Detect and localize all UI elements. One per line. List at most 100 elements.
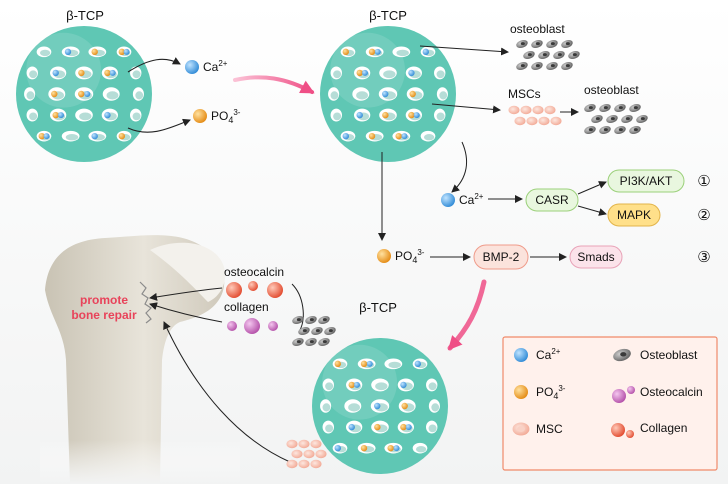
osteoblast-nucleus [610,117,615,121]
arrow-osteocalcin-to-bone [149,287,223,301]
scaffold-pore [130,66,142,80]
osteoblast-cluster-top [516,39,580,71]
osteoblast-label-right: osteoblast [584,83,639,97]
legend-osteoblast-icon [613,348,631,362]
msc-cluster-bottom [286,439,327,469]
scaffold-ion [348,423,355,431]
scaffold-ion [361,69,368,76]
scaffold-pore-shadow [65,134,79,141]
mapk-label: MAPK [617,208,651,222]
scaffold-pore-shadow [348,403,361,412]
scaffold-pore-shadow [325,382,334,391]
msc-cell [298,459,310,469]
scaffold-pore-shadow [383,70,396,79]
scaffold-ion [405,424,412,431]
osteocalcin-label: osteocalcin [224,265,284,279]
scaffold-pore [420,130,436,142]
legend-ca-icon [514,348,528,362]
msc-cell [538,116,550,126]
scaffold-ion [43,133,50,140]
scaffold-ion [400,423,407,431]
osteoblast-nucleus [520,64,525,68]
tcp-scaffold-bottom [312,338,448,474]
scaffold-ion [38,132,45,140]
legend-osteoblast-label: Osteoblast [640,348,698,362]
osteoblast-nucleus [565,64,570,68]
osteoblast-nucleus [322,340,327,344]
scaffold-pore-shadow [436,70,445,79]
scaffold-ion [91,48,98,56]
scaffold-ion [360,444,368,452]
scaffold-pore-shadow [330,91,339,100]
scaffold-pore-shadow [106,91,119,100]
osteoblast-nucleus [618,106,623,110]
scaffold-pore-shadow [333,70,342,79]
scaffold-pore [330,108,342,122]
osteoblast-nucleus [640,117,645,121]
scaffold-ion [401,133,408,140]
scaffold-pore [330,66,342,80]
scaffold-pore-shadow [39,49,51,57]
scaffold-ion [334,444,341,452]
scaffold-ion [401,402,408,410]
scaffold-pore-shadow [29,112,38,121]
scaffold-pore-shadow [79,112,92,121]
osteocalcin-particle-3 [268,321,278,331]
po-ion-pathway-icon [377,249,391,263]
collagen-particle-1 [226,282,242,298]
legend-box: Ca2+ PO43- MSC Osteoblast Osteocalcin Co… [502,336,718,471]
osteocalcin-particle-2 [244,318,260,334]
legend-collagen-label: Collagen [640,421,687,435]
msc-cluster-top [508,105,562,126]
scaffold-ion [409,90,416,98]
scaffold-pore [75,108,93,122]
msc-cell [532,105,544,115]
ca-label-pathway: Ca2+ [459,192,484,207]
scaffold-ion [109,69,116,76]
fracture-line [139,281,152,324]
osteoblast-nucleus [296,340,301,344]
scaffold-pore [61,130,80,142]
scaffold-ion [408,69,415,77]
scaffold-ion [393,445,400,452]
osteocalcin-particle-1 [227,321,237,331]
osteoblast-nucleus [309,318,314,322]
arrow-to-osteoblast-top [419,45,509,56]
legend-po-label: PO43- [536,384,566,401]
scaffold-pore [436,87,448,101]
po-label-top: PO43- [211,108,241,125]
scaffold-ion [413,112,420,119]
tcp-scaffold-top-right [320,26,456,162]
casr-node [525,188,579,212]
scaffold-ion [368,48,376,56]
scaffold-pore-shadow [333,112,342,121]
scaffold-pore-shadow [322,403,331,412]
scaffold-ion [84,91,91,97]
bmp2-node [473,244,529,270]
scaffold-pore-shadow [428,382,437,391]
scaffold-pore-shadow [388,361,401,369]
scaffold-pore [130,108,142,122]
scaffold-ion [387,444,394,452]
ca-ion-icon [185,60,199,74]
osteoblast-nucleus [588,128,593,132]
scaffold-ion [118,132,126,140]
scaffold-pore [26,66,38,80]
pink-transition-arrow-top [233,75,315,94]
tcp-label-bottom: β-TCP [359,300,397,315]
legend-po-icon [514,385,528,399]
legend-osteocalcin-icon-small [627,386,635,394]
legend-msc-label: MSC [536,422,563,436]
msc-cell [520,105,532,115]
tcp-scaffold-top-left [16,26,152,162]
scaffold-ion [118,48,126,56]
smads-label: Smads [577,250,614,264]
msc-cell [508,105,520,115]
osteoblast-nucleus [633,106,638,110]
osteoblast-nucleus [535,64,540,68]
arrow-scaffold-to-ca [451,141,468,193]
osteoblast-cluster-bottom [292,315,336,347]
osteoblast-nucleus [557,53,562,57]
scaffold-ion [356,69,363,77]
